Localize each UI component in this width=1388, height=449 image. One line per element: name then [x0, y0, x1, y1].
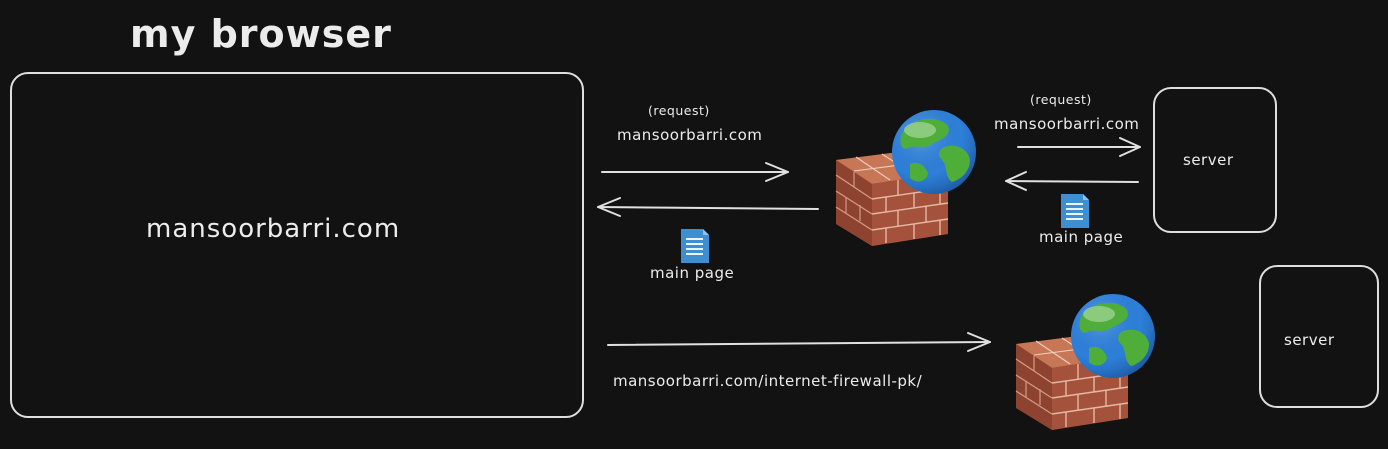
response-arrow-to-browser: [597, 197, 819, 217]
request-url: mansoorbarri.com: [617, 126, 763, 144]
globe-icon: [892, 110, 976, 194]
request-arrow-to-server: [1017, 137, 1141, 157]
server-request-url: mansoorbarri.com: [994, 115, 1140, 133]
response-label: main page: [650, 264, 735, 282]
browser-window: [10, 72, 584, 418]
server-box: [1153, 87, 1277, 233]
blocked-request-arrow: [607, 332, 991, 352]
server-label: server: [1183, 151, 1234, 169]
document-icon: [1060, 193, 1090, 229]
document-icon: [680, 228, 710, 264]
server-box: [1259, 265, 1379, 408]
server-label: server: [1284, 331, 1335, 349]
globe-icon: [1071, 294, 1155, 378]
browser-address: mansoorbarri.com: [146, 214, 401, 244]
request-label: (request): [648, 103, 710, 118]
server-response-label: main page: [1039, 228, 1124, 246]
response-arrow-to-firewall: [1005, 171, 1139, 191]
request-arrow-to-firewall: [601, 162, 789, 182]
browser-title: my browser: [130, 12, 392, 56]
server-request-label: (request): [1030, 92, 1092, 107]
blocked-request-url: mansoorbarri.com/internet-firewall-pk/: [613, 372, 923, 390]
